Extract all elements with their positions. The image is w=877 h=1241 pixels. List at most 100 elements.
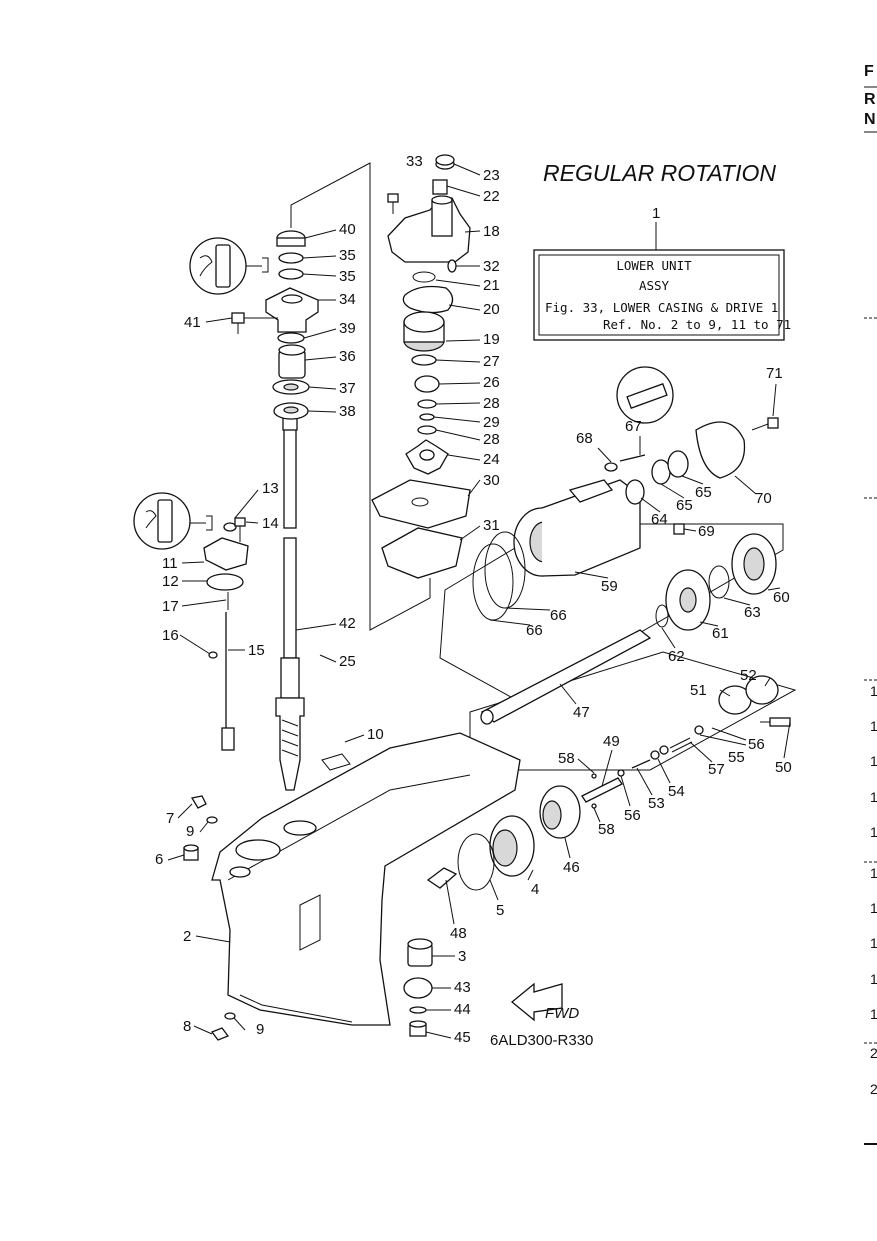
callout-label: 43 [454, 979, 471, 996]
edge-number: 1 [870, 824, 877, 840]
edge-letter: N [864, 111, 876, 128]
callout-label: 35 [339, 247, 356, 264]
diagram-title: REGULAR ROTATION [543, 160, 776, 186]
callout-label: 56 [624, 807, 641, 824]
callout-label: 23 [483, 167, 500, 184]
callout-label: 8 [183, 1018, 191, 1035]
callout-label: 71 [766, 365, 783, 382]
edge-number: 1 [870, 718, 877, 734]
callout-label: 38 [339, 403, 356, 420]
callout-label: 24 [483, 451, 500, 468]
callout-label: 47 [573, 704, 590, 721]
edge-number: 1 [870, 971, 877, 987]
info-box-line3: Fig. 33, LOWER CASING & DRIVE 1 [545, 300, 778, 315]
callout-label: 69 [698, 523, 715, 540]
callout-label: 35 [339, 268, 356, 285]
callout-label: 41 [184, 314, 201, 331]
callout-label: 51 [690, 682, 707, 699]
parts-drawing [133, 154, 797, 1041]
right-edge-fragments: F R N 1 1 1 1 1 1 1 1 1 1 2 2 [864, 63, 877, 1145]
callout-label: 55 [728, 749, 745, 766]
callout-label: 32 [483, 258, 500, 275]
callout-label: 13 [262, 480, 279, 497]
callout-label: 2 [183, 928, 191, 945]
callout-label: 64 [651, 511, 668, 528]
callout-label: 14 [262, 515, 279, 532]
callout-label: 44 [454, 1001, 471, 1018]
callout-label: 33 [406, 153, 423, 170]
callout-label: 53 [648, 795, 665, 812]
callout-label: 40 [339, 221, 356, 238]
callout-label: 59 [601, 578, 618, 595]
callout-label: 19 [483, 331, 500, 348]
callout-label: 48 [450, 925, 467, 942]
edge-number: 2 [870, 1045, 877, 1061]
callout-labels: 2 3 4 5 6 7 8 9 9 10 11 12 13 14 15 16 1… [155, 153, 792, 1046]
callout-label: 34 [339, 291, 356, 308]
info-box-line4: Ref. No. 2 to 9, 11 to 71 [603, 317, 791, 332]
callout-label: 7 [166, 810, 174, 827]
info-box-line2: ASSY [639, 278, 670, 293]
callout-label: 12 [162, 573, 179, 590]
callout-label: 20 [483, 301, 500, 318]
callout-label: 60 [773, 589, 790, 606]
callout-label: 63 [744, 604, 761, 621]
info-box-ref: 1 [652, 205, 660, 222]
callout-label: 39 [339, 320, 356, 337]
callout-label: 36 [339, 348, 356, 365]
callout-label: 3 [458, 948, 466, 965]
callout-label: 21 [483, 277, 500, 294]
callout-label: 16 [162, 627, 179, 644]
edge-number: 1 [870, 683, 877, 699]
callout-label: 15 [248, 642, 265, 659]
callout-label: 65 [676, 497, 693, 514]
callout-label: 49 [603, 733, 620, 750]
callout-label: 37 [339, 380, 356, 397]
callout-label: 70 [755, 490, 772, 507]
callout-label: 22 [483, 188, 500, 205]
callout-label: 68 [576, 430, 593, 447]
drawing-code: 6ALD300-R330 [490, 1032, 593, 1049]
callout-label: 26 [483, 374, 500, 391]
edge-number: 1 [870, 935, 877, 951]
callout-label: 61 [712, 625, 729, 642]
info-box: 1 LOWER UNIT ASSY Fig. 33, LOWER CASING … [533, 205, 791, 341]
callout-label: 9 [256, 1021, 264, 1038]
edge-number: 1 [870, 1006, 877, 1022]
edge-number: 1 [870, 753, 877, 769]
callout-label: 10 [367, 726, 384, 743]
info-box-line1: LOWER UNIT [616, 258, 692, 273]
callout-label: 30 [483, 472, 500, 489]
callout-label: 11 [162, 555, 178, 572]
callout-label: 54 [668, 783, 685, 800]
callout-label: 66 [526, 622, 543, 639]
callout-label: 62 [668, 648, 685, 665]
callout-label: 65 [695, 484, 712, 501]
callout-label: 58 [558, 750, 575, 767]
callout-label: 18 [483, 223, 500, 240]
callout-label: 29 [483, 414, 500, 431]
callout-label: 28 [483, 431, 500, 448]
callout-label: 17 [162, 598, 179, 615]
callout-label: 42 [339, 615, 356, 632]
callout-label: 57 [708, 761, 725, 778]
callout-label: 50 [775, 759, 792, 776]
callout-label: 6 [155, 851, 163, 868]
callout-label: 28 [483, 395, 500, 412]
callout-label: 52 [740, 667, 757, 684]
callout-label: 58 [598, 821, 615, 838]
edge-number: 1 [870, 789, 877, 805]
callout-label: 46 [563, 859, 580, 876]
callout-label: 27 [483, 353, 500, 370]
edge-letter: R [864, 91, 876, 108]
callout-label: 5 [496, 902, 504, 919]
edge-number: 1 [870, 865, 877, 881]
callout-label: 66 [550, 607, 567, 624]
callout-label: 31 [483, 517, 500, 534]
fwd-label: FWD [545, 1005, 579, 1022]
callout-label: 67 [625, 418, 642, 435]
callout-label: 56 [748, 736, 765, 753]
edge-letter: F [864, 63, 874, 80]
edge-number: 1 [870, 900, 877, 916]
